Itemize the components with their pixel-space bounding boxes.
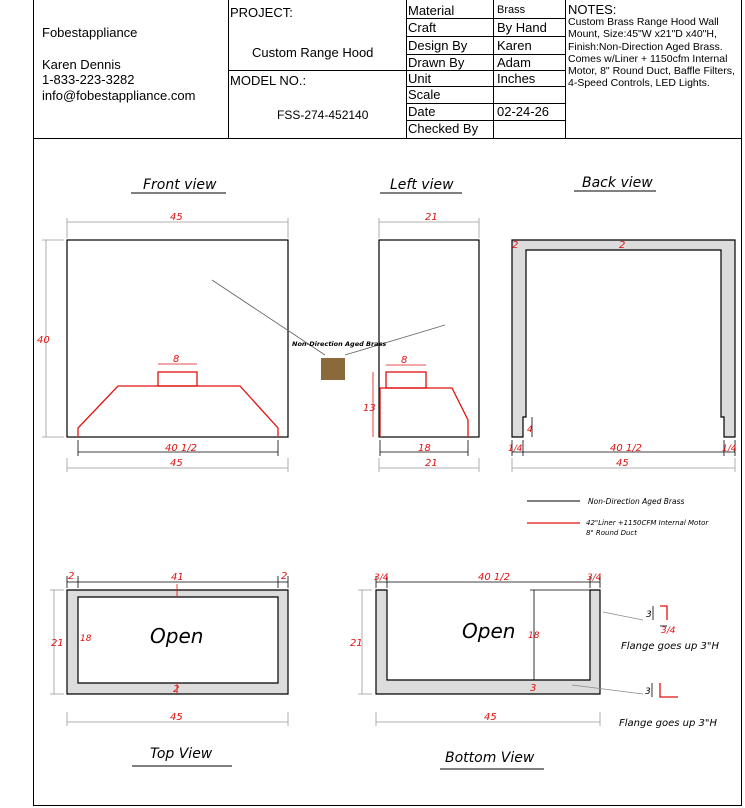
top-bottom-gap-dim: 2 [173, 684, 179, 695]
legend-red-label-1: 42"Liner +1150CFM Internal Motor [586, 519, 709, 527]
front-liner [77, 385, 279, 437]
model-label: MODEL NO.: [230, 73, 307, 88]
craft-value: By Hand [497, 20, 547, 35]
bottom-open-label: Open [462, 619, 515, 643]
left-liner-w-dim: 18 [418, 443, 431, 454]
left-liner [379, 387, 469, 437]
bottom-left-dim: 3/4 [374, 573, 389, 583]
finish-swatch [321, 358, 345, 380]
top-view: Open 2 41 2 21 18 2 45 [50, 571, 289, 726]
flange-lower-mark [659, 683, 678, 698]
flange-upper-h: 3 [646, 610, 652, 620]
front-liner-dim: 40 1/2 [165, 443, 197, 454]
left-bottom-dim: 21 [425, 458, 438, 469]
finish-callout-label: Non-Direction Aged Brass [292, 340, 386, 348]
unit-label: Unit [408, 71, 432, 86]
top-inner-dim: 18 [80, 634, 92, 644]
flange-lower-label: Flange goes up 3"H [619, 718, 718, 729]
back-right-frac: 1/4 [722, 444, 737, 454]
title-block [33, 0, 742, 139]
top-width-dim: 45 [170, 712, 183, 723]
back-bottom-dim: 45 [616, 458, 629, 469]
front-width-dim: 45 [170, 212, 183, 223]
contact-email: info@fobestappliance.com [42, 88, 196, 103]
bottom-view: Open 3/4 40 1/2 3/4 21 18 3 45 3 3/4 Fla… [350, 572, 720, 729]
front-view: 45 40 8 40 1/2 45 [37, 212, 289, 472]
model-value: FSS-274-452140 [277, 108, 369, 122]
back-mid-dim: 40 1/2 [610, 443, 642, 454]
bottom-right-dim: 3/4 [587, 573, 602, 583]
left-outline [378, 239, 480, 438]
scale-label: Scale [408, 87, 441, 102]
bottom-mid-dim: 40 1/2 [478, 572, 510, 583]
design-value: Karen [497, 38, 532, 53]
legend-red-label-2: 8" Round Duct [586, 529, 637, 537]
bottom-inner-dim: 18 [528, 631, 540, 641]
design-label: Design By [408, 38, 468, 53]
legend-black-label: Non-Direction Aged Brass [588, 497, 684, 506]
front-duct-dim: 8 [173, 354, 179, 365]
flange-upper-frac: 3/4 [661, 626, 676, 636]
legend: Non-Direction Aged Brass 42"Liner +1150C… [527, 497, 709, 537]
company-name: Fobestappliance [42, 25, 138, 40]
top-view-title: Top View [150, 746, 213, 762]
checked-label: Checked By [408, 121, 479, 136]
back-side-dim: 2 [512, 240, 518, 251]
finish-callout: Non-Direction Aged Brass [211, 279, 446, 380]
top-open-label: Open [150, 624, 203, 648]
front-outline [66, 239, 289, 438]
flange-upper-leader [602, 611, 644, 621]
top-frame [66, 589, 289, 695]
notes-title: NOTES: [568, 2, 617, 17]
back-top-dim: 2 [619, 240, 625, 251]
contact-phone: 1-833-223-3282 [42, 72, 135, 87]
flange-upper-label: Flange goes up 3"H [621, 641, 720, 652]
left-duct-dim: 8 [401, 355, 407, 366]
date-value: 02-24-26 [497, 104, 550, 119]
back-view-title: Back view [582, 175, 653, 191]
bottom-depth-dim: 21 [350, 638, 363, 649]
front-duct [157, 371, 198, 387]
notes-body: Custom Brass Range Hood Wall Mount, Size… [568, 16, 735, 90]
left-width-dim: 21 [425, 212, 438, 223]
date-label: Date [408, 104, 436, 119]
left-view: 21 8 13 18 21 [363, 212, 480, 472]
top-mid-dim: 41 [171, 572, 184, 583]
left-duct [385, 371, 427, 389]
bottom-back-dim: 3 [530, 683, 536, 694]
craft-label: Craft [408, 20, 437, 35]
material-value: Brass [497, 4, 526, 16]
top-depth-dim: 21 [51, 638, 64, 649]
back-frame [511, 239, 736, 438]
flange-lower-h: 3 [645, 687, 651, 697]
flange-lower-leader [571, 684, 644, 695]
front-bottom-dim: 45 [170, 458, 183, 469]
material-label: Material [408, 3, 455, 18]
front-height-dim: 40 [37, 335, 50, 346]
back-view: 2 2 4 1/4 40 1/2 1/4 45 [508, 239, 737, 472]
bottom-width-dim: 45 [484, 712, 497, 723]
project-value: Custom Range Hood [252, 45, 374, 60]
drawing-sheet [33, 0, 742, 806]
drawn-label: Drawn By [408, 55, 465, 70]
contact-name: Karen Dennis [42, 57, 121, 72]
back-left-frac: 1/4 [508, 444, 523, 454]
left-view-title: Left view [390, 177, 454, 193]
back-notch-dim: 4 [527, 425, 533, 435]
top-left-dim: 2 [68, 571, 74, 582]
drawn-value: Adam [497, 55, 531, 70]
left-liner-h-dim: 13 [363, 403, 376, 414]
unit-value: Inches [497, 71, 536, 86]
bottom-view-title: Bottom View [445, 750, 535, 766]
front-view-title: Front view [143, 177, 217, 193]
top-right-dim: 2 [281, 571, 287, 582]
flange-upper-mark [660, 605, 668, 620]
project-label: PROJECT: [230, 5, 293, 20]
